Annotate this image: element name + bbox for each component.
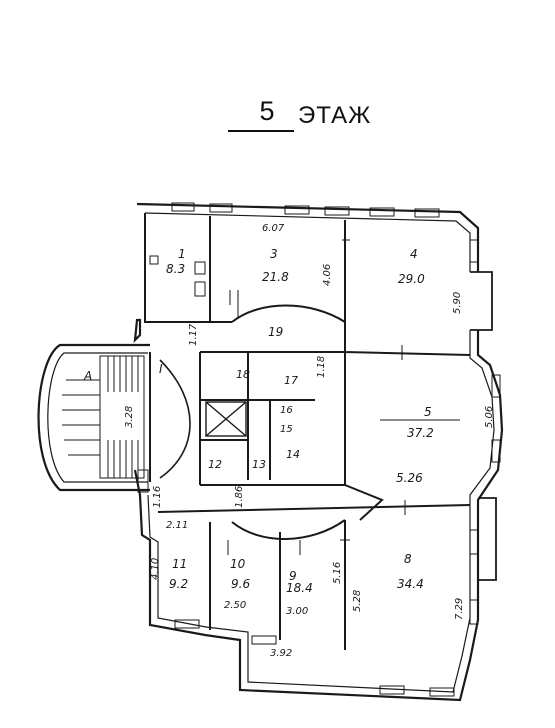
dimension-label: 1.16 bbox=[152, 486, 163, 508]
dimension-label: 5.16 bbox=[332, 562, 343, 584]
stair-tower-wall-inner bbox=[47, 352, 148, 483]
windows bbox=[137, 202, 501, 697]
door-marks bbox=[227, 239, 460, 555]
room-area: 37.2 bbox=[407, 426, 434, 440]
room-area: 9.2 bbox=[169, 577, 188, 591]
dimension-label: 5.26 bbox=[396, 471, 423, 485]
floor-word: ЭТАЖ bbox=[298, 102, 372, 129]
elevator-shaft bbox=[205, 401, 247, 437]
room-number: 17 bbox=[284, 374, 298, 387]
floor-number-underline bbox=[228, 130, 294, 132]
room-number: 8 bbox=[404, 552, 412, 566]
room-area: 9.6 bbox=[231, 577, 250, 591]
room-number: 15 bbox=[280, 424, 293, 435]
room-number: 18 bbox=[236, 368, 250, 381]
dimension-label: 2.11 bbox=[166, 520, 188, 531]
room-number: 11 bbox=[172, 557, 187, 571]
dimension-label: 2.50 bbox=[224, 600, 246, 611]
dimension-label: 7.29 bbox=[454, 598, 465, 620]
stair-treads bbox=[62, 355, 145, 479]
room-number: 1 bbox=[178, 247, 186, 261]
floor-number: 5 bbox=[259, 96, 275, 126]
lobby-arc bbox=[159, 359, 191, 479]
room-number: 3 bbox=[270, 247, 278, 261]
room-area: 18.4 bbox=[286, 581, 313, 595]
stair-tower-wall bbox=[37, 343, 150, 492]
room-number: 14 bbox=[286, 448, 300, 461]
dimension-label: 4.06 bbox=[322, 264, 333, 286]
dimension-label: 5.90 bbox=[452, 292, 463, 314]
dimension-label: 3.28 bbox=[124, 406, 135, 428]
room-number: 13 bbox=[252, 458, 266, 471]
dimension-label: 1.18 bbox=[316, 356, 327, 378]
room-number: I bbox=[159, 362, 163, 376]
room-number: 12 bbox=[208, 458, 222, 471]
outer-wall bbox=[133, 202, 504, 702]
room-number: 19 bbox=[268, 325, 283, 339]
bay-window-lower bbox=[478, 497, 497, 581]
room-number: 10 bbox=[230, 557, 246, 571]
room-area: 29.0 bbox=[398, 272, 425, 286]
dimension-label: 5.28 bbox=[352, 590, 363, 612]
room-area: 8.3 bbox=[166, 262, 185, 276]
floor-title: 5 ЭТАЖ bbox=[228, 96, 398, 138]
bathroom-fixtures bbox=[149, 255, 206, 297]
room-number: 5 bbox=[424, 405, 432, 419]
dimension-label: 5.06 bbox=[484, 406, 495, 428]
dimension-label: 1.17 bbox=[188, 323, 199, 346]
dimension-label: 6.07 bbox=[262, 223, 285, 234]
bay-window-upper bbox=[470, 271, 493, 331]
room-number: 9 bbox=[289, 569, 297, 583]
dimension-label: 3.00 bbox=[286, 606, 308, 617]
dimension-label: 3.92 bbox=[270, 648, 292, 659]
room-number: 16 bbox=[280, 405, 293, 416]
room-number: 4 bbox=[410, 247, 418, 261]
room-area: 34.4 bbox=[397, 577, 424, 591]
room-area: 21.8 bbox=[262, 270, 289, 284]
stair-marker: А bbox=[83, 369, 92, 383]
dimension-label: 1.86 bbox=[234, 486, 245, 508]
interior-walls bbox=[144, 213, 471, 650]
dimension-label: 4.10 bbox=[150, 558, 161, 580]
